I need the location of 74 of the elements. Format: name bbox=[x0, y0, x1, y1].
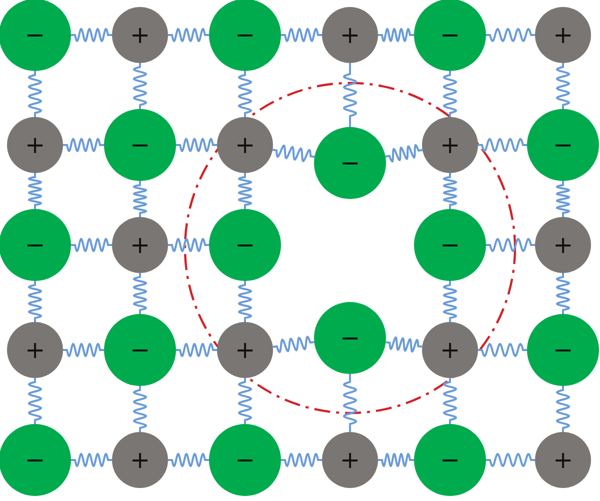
spring-connector bbox=[71, 28, 112, 42]
spring-connector bbox=[342, 63, 358, 127]
spring-connector bbox=[442, 71, 458, 117]
charge-sign: + bbox=[130, 23, 150, 47]
spring-connector bbox=[176, 138, 217, 152]
charge-sign: − bbox=[340, 326, 360, 350]
spring-connector bbox=[556, 181, 570, 217]
spring-connector bbox=[168, 452, 209, 468]
spring-connector bbox=[132, 386, 148, 432]
spring-connector bbox=[478, 138, 527, 152]
spring-connector bbox=[442, 378, 458, 424]
spring-connector bbox=[478, 342, 527, 358]
spring-connector bbox=[378, 28, 414, 42]
charge-sign: + bbox=[234, 338, 256, 362]
spring-connector bbox=[168, 28, 209, 42]
charge-sign: − bbox=[552, 133, 574, 157]
charge-sign: − bbox=[440, 448, 460, 472]
charge-sign: − bbox=[552, 338, 574, 362]
charge-sign: + bbox=[24, 133, 46, 157]
charge-sign: + bbox=[552, 23, 574, 47]
charge-sign: + bbox=[552, 448, 574, 472]
charge-sign: − bbox=[24, 23, 46, 47]
spring-connector bbox=[71, 452, 112, 468]
spring-connector bbox=[385, 144, 423, 163]
spring-connector bbox=[238, 71, 252, 117]
spring-connector bbox=[238, 173, 252, 209]
spring-connector bbox=[281, 452, 322, 468]
spring-connector bbox=[378, 452, 414, 468]
spring-connector bbox=[486, 238, 535, 252]
spring-connector bbox=[238, 281, 252, 322]
spring-connector bbox=[176, 342, 217, 358]
charge-sign: − bbox=[440, 233, 460, 257]
spring-connector bbox=[386, 336, 422, 353]
charge-sign: − bbox=[24, 233, 46, 257]
spring-connector bbox=[442, 281, 458, 322]
spring-connector bbox=[28, 378, 42, 424]
charge-sign: − bbox=[340, 151, 360, 175]
spring-connector bbox=[28, 281, 42, 322]
spring-connector bbox=[272, 144, 315, 162]
charge-sign: + bbox=[234, 133, 256, 157]
spring-connector bbox=[168, 238, 209, 252]
charge-sign: − bbox=[234, 23, 256, 47]
charge-sign: + bbox=[340, 448, 360, 472]
spring-connector bbox=[486, 28, 535, 42]
charge-sign: + bbox=[440, 338, 460, 362]
spring-connector bbox=[556, 273, 570, 314]
charge-sign: + bbox=[440, 133, 460, 157]
charge-sign: − bbox=[234, 448, 256, 472]
charge-sign: + bbox=[24, 338, 46, 362]
spring-connector bbox=[238, 378, 252, 424]
charge-sign: − bbox=[130, 133, 150, 157]
spring-connector bbox=[486, 452, 535, 468]
spring-connector bbox=[442, 173, 458, 209]
spring-connector bbox=[272, 336, 314, 354]
spring-connector bbox=[28, 173, 42, 209]
spring-connector bbox=[556, 63, 570, 109]
spring-connector bbox=[132, 63, 148, 109]
spring-connector bbox=[63, 138, 104, 152]
spring-connector bbox=[556, 386, 570, 432]
charge-sign: − bbox=[130, 338, 150, 362]
spring-connector bbox=[342, 374, 358, 432]
charge-sign: + bbox=[340, 23, 360, 47]
charge-sign: − bbox=[440, 23, 460, 47]
spring-connector bbox=[28, 71, 42, 117]
spring-connector bbox=[71, 238, 112, 252]
charge-sign: + bbox=[552, 233, 574, 257]
charge-sign: + bbox=[130, 233, 150, 257]
charge-sign: + bbox=[130, 448, 150, 472]
charge-sign: − bbox=[234, 233, 256, 257]
spring-connector bbox=[132, 273, 148, 314]
charge-sign: − bbox=[24, 448, 46, 472]
spring-connector bbox=[281, 28, 322, 42]
spring-connector bbox=[132, 181, 148, 217]
spring-connector bbox=[63, 342, 104, 358]
